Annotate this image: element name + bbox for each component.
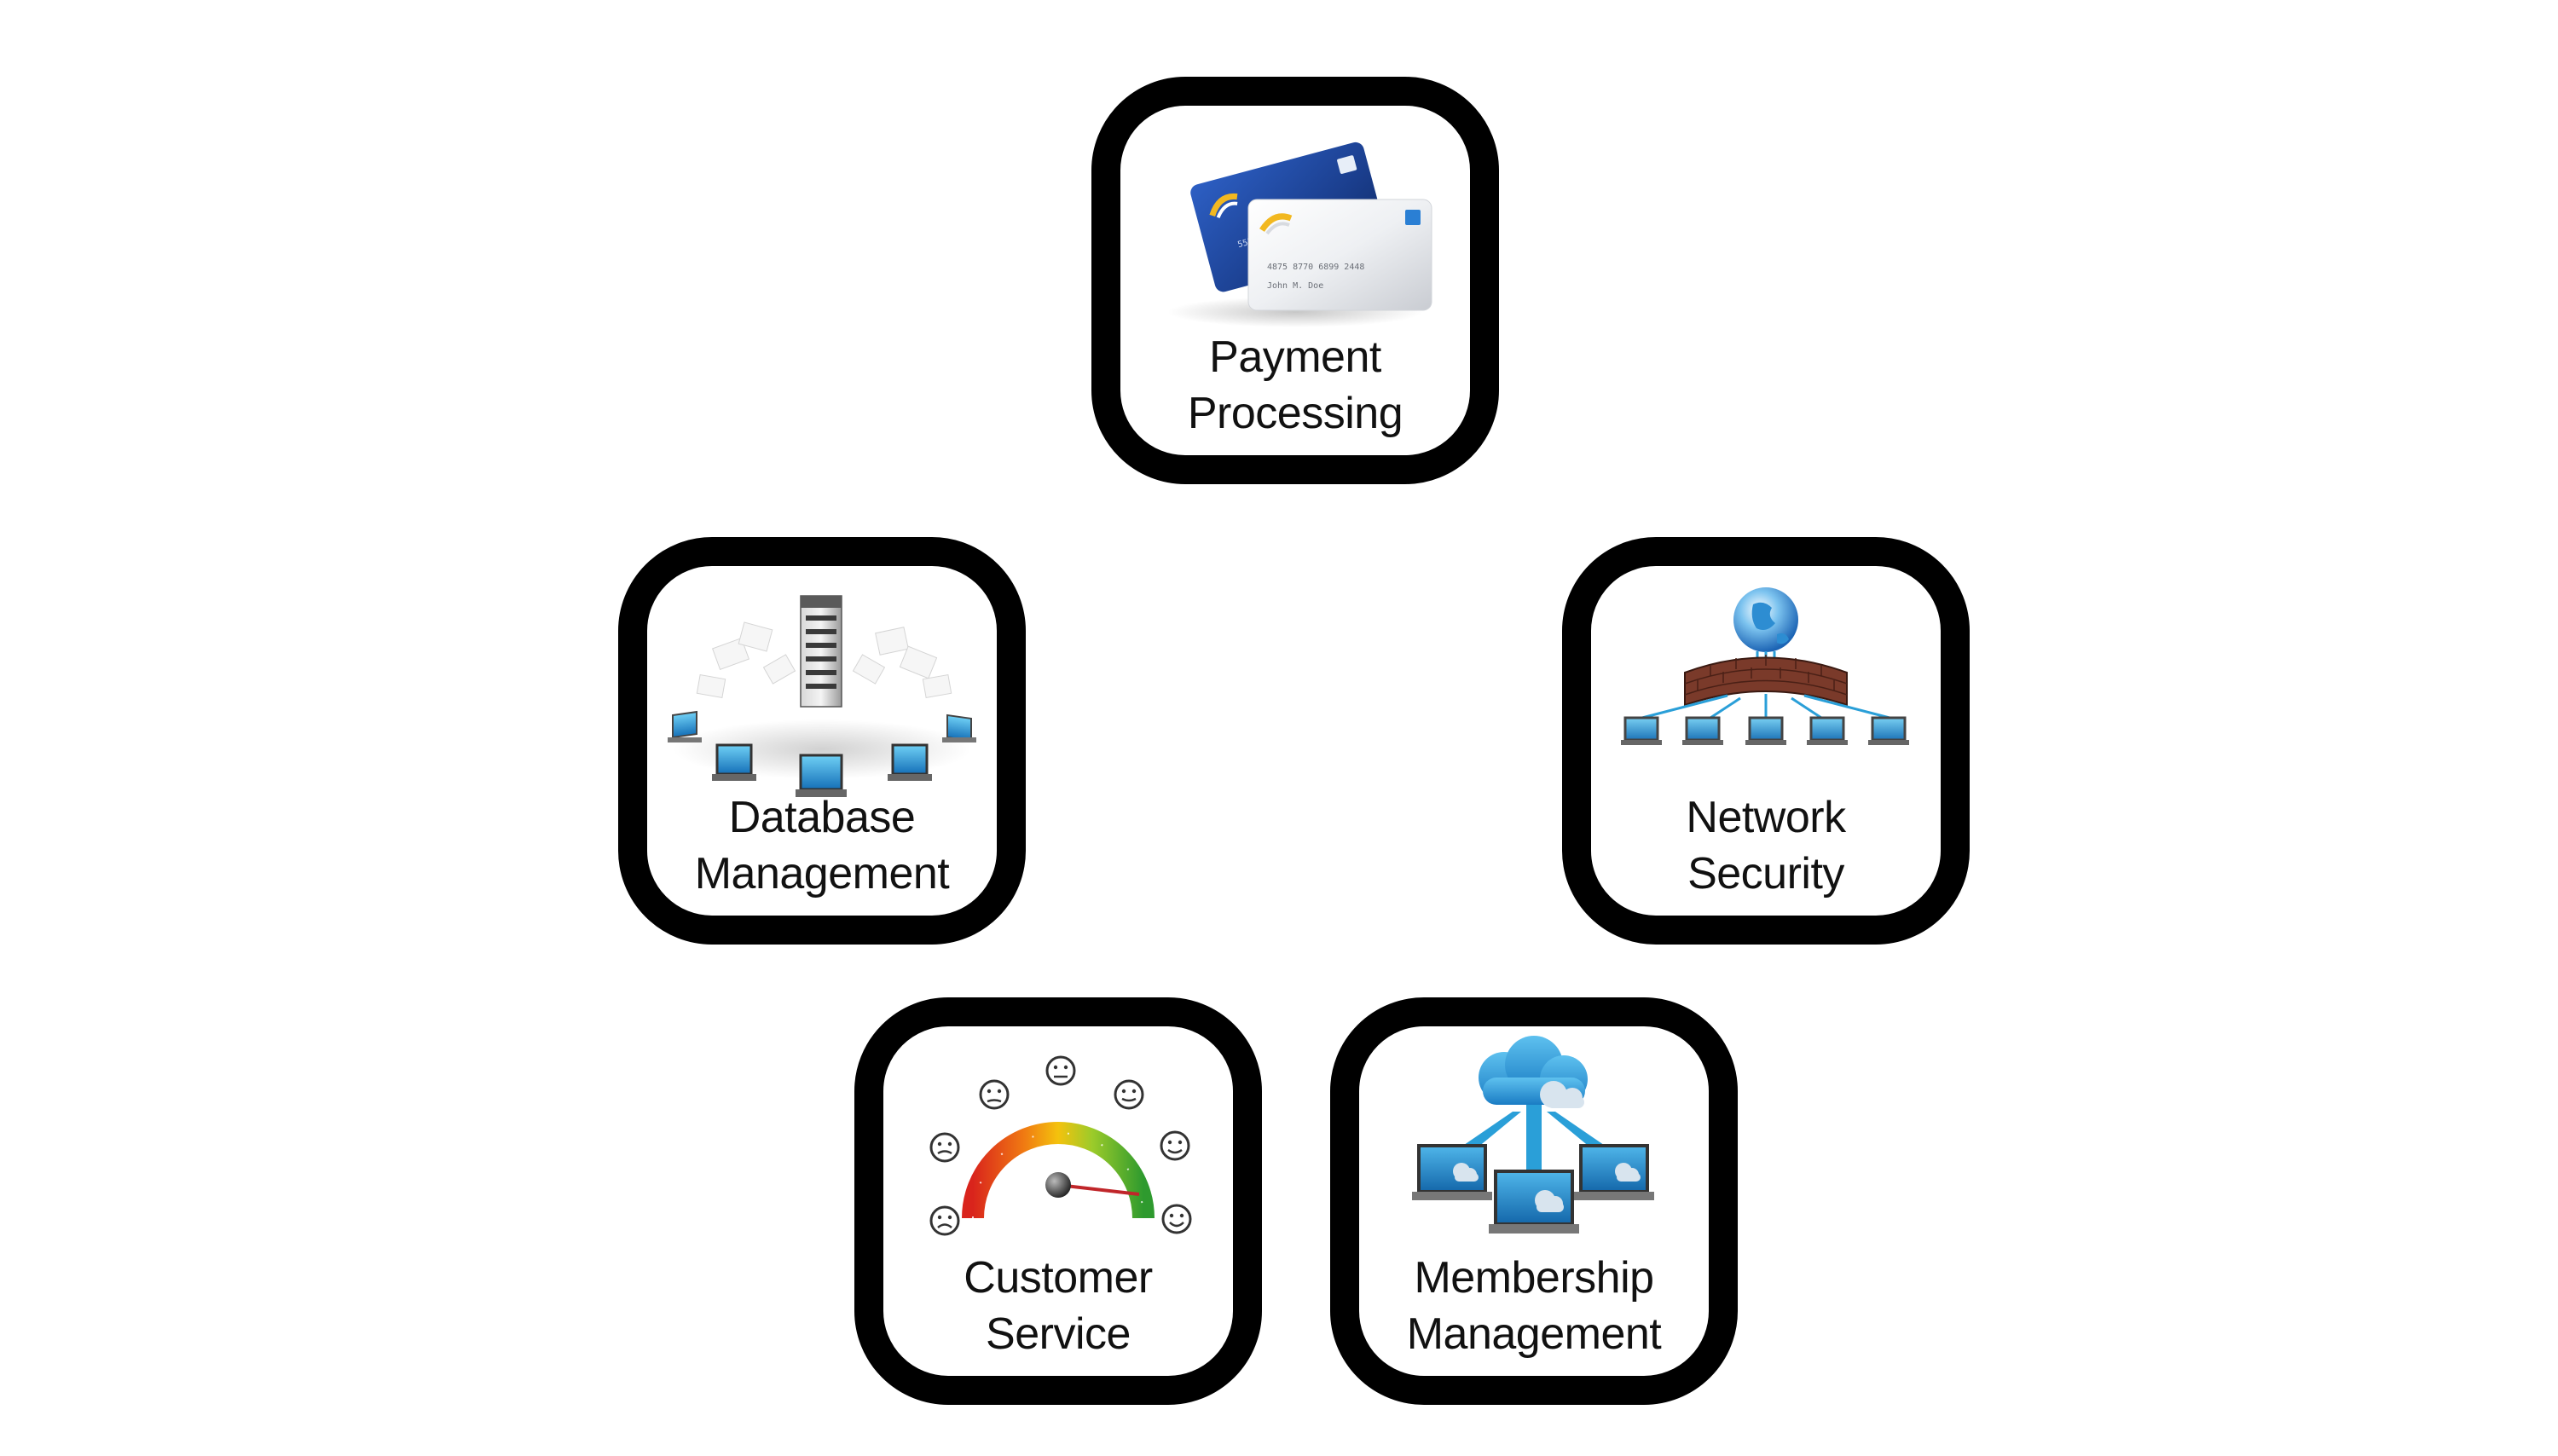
label-line-1: Membership xyxy=(1414,1253,1654,1303)
database-server-icon xyxy=(668,595,976,797)
card-holder-text: John M. Doe xyxy=(1267,281,1323,291)
firewall-network-icon xyxy=(1621,587,1909,745)
card-label: Payment Processing xyxy=(1120,329,1470,442)
payment-processing-card: 5575 4875 8770 6899 2448 John M. Doe Pay… xyxy=(1091,77,1499,484)
card-number-text: 4875 8770 6899 2448 xyxy=(1267,263,1364,272)
label-line-2: Management xyxy=(694,849,950,898)
membership-management-card: Membership Management xyxy=(1330,997,1738,1405)
card-label: Customer Service xyxy=(883,1250,1233,1362)
cloud-network-icon xyxy=(1412,1036,1654,1234)
label-line-2: Processing xyxy=(1187,389,1403,438)
network-security-card: Network Security xyxy=(1562,537,1970,945)
label-line-1: Network xyxy=(1686,793,1846,842)
label-line-1: Database xyxy=(728,793,916,842)
database-management-card: Database Management xyxy=(618,537,1026,945)
label-line-2: Management xyxy=(1406,1309,1662,1359)
label-line-1: Payment xyxy=(1209,332,1381,382)
customer-service-card: Customer Service xyxy=(854,997,1262,1405)
credit-cards-icon: 5575 4875 8770 6899 2448 John M. Doe xyxy=(1167,142,1432,327)
card-label: Network Security xyxy=(1591,789,1941,902)
label-line-2: Service xyxy=(986,1309,1131,1359)
card-label: Database Management xyxy=(647,789,997,902)
satisfaction-gauge-icon xyxy=(929,1055,1192,1236)
label-line-2: Security xyxy=(1687,849,1844,898)
label-line-1: Customer xyxy=(964,1253,1153,1303)
card-label: Membership Management xyxy=(1359,1250,1709,1362)
